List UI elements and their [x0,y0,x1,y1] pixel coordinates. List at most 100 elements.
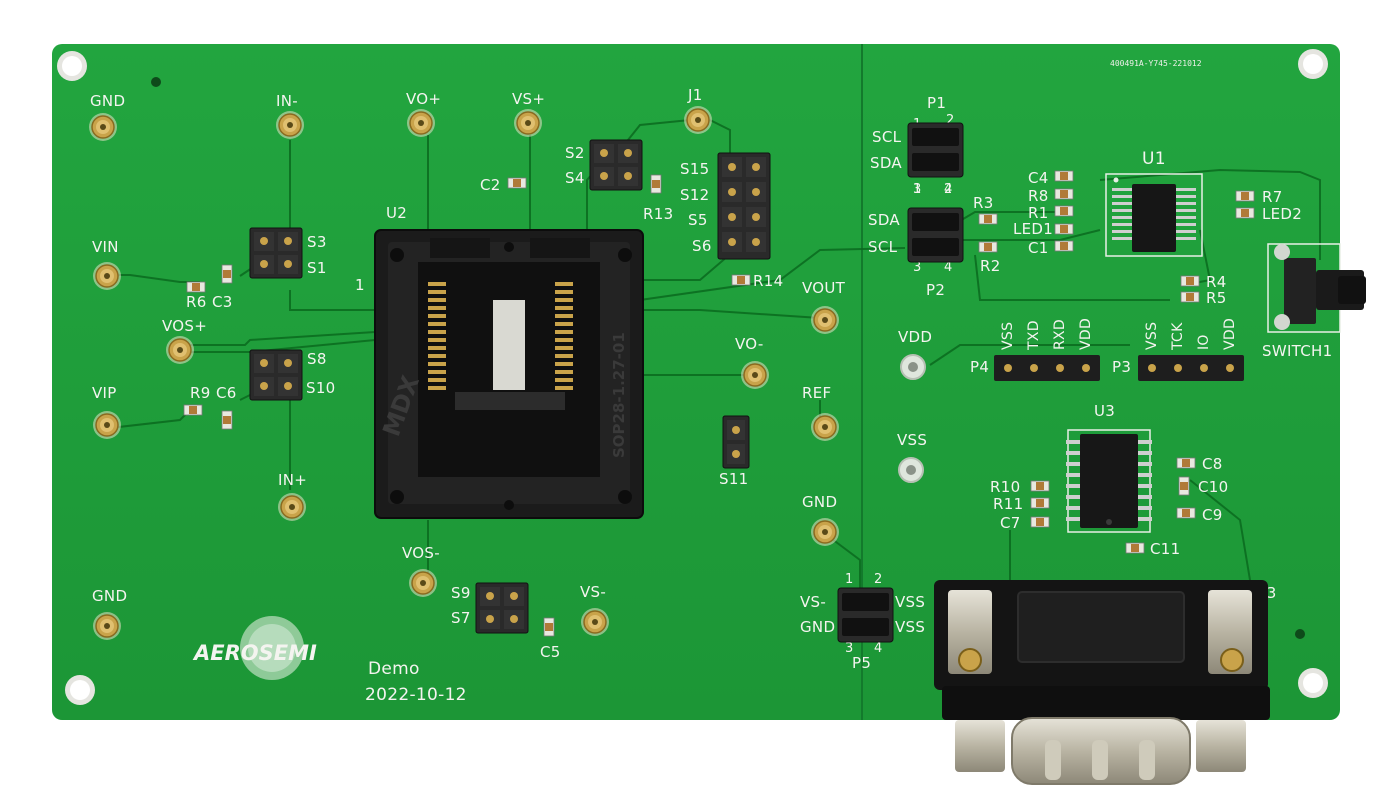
capacitor-c9: C9 [1176,506,1223,524]
svg-text:4: 4 [944,182,953,197]
capacitor-c4: C4 [1028,169,1074,187]
svg-text:VOS+: VOS+ [162,317,207,335]
test-point-in-plus[interactable]: IN+ [277,471,307,522]
svg-text:S4: S4 [565,169,585,187]
svg-text:C4: C4 [1028,169,1049,187]
test-point-vos-minus[interactable]: VOS- [402,544,440,598]
svg-text:VS-: VS- [580,583,606,601]
svg-text:P2: P2 [926,281,945,299]
jumper-s11[interactable]: S11 [719,415,750,488]
date-label: 2022-10-12 [365,685,467,705]
capacitor-c6: C6 [216,384,237,430]
board-code: 400491A-Y745-221012 [1110,59,1202,68]
header-p1[interactable]: P1 1 2 3 4 SCL SDA [870,94,964,197]
test-point-vo-plus[interactable]: VO+ [406,90,441,138]
capacitor-c5: C5 [540,617,560,661]
svg-text:IO: IO [1196,334,1212,350]
svg-text:S1: S1 [307,259,327,277]
header-p2[interactable]: SDA SCL 1 2 3 4 P2 [868,182,964,299]
db9-connector-j3[interactable]: J3 [934,580,1277,785]
test-point-j1[interactable]: J1 [683,86,713,135]
svg-text:R14: R14 [753,272,783,290]
socket-part-mark: SOP28-1.27-01 [610,332,628,458]
svg-text:S5: S5 [688,211,708,229]
capacitor-c8: C8 [1176,455,1222,473]
svg-text:R13: R13 [643,205,673,223]
test-point-vo-minus[interactable]: VO- [735,335,770,390]
resistor-r1: R1 [1028,204,1074,222]
resistor-r7: R7 [1235,188,1282,206]
capacitor-c11: C11 [1125,540,1180,558]
jumper-s9-s7[interactable]: S9 S7 [451,582,529,634]
svg-text:P4: P4 [970,358,989,376]
svg-text:AEROSEMI: AEROSEMI [192,641,317,665]
svg-text:S12: S12 [680,186,710,204]
test-point-vos-plus[interactable]: VOS+ [162,317,207,365]
svg-text:J1: J1 [687,86,703,104]
sop28-test-socket[interactable]: U2 1 MDX [355,204,644,519]
capacitor-c2: C2 [480,176,527,194]
test-point-vout[interactable]: VOUT [802,279,846,335]
svg-text:VIP: VIP [92,384,117,402]
jumper-s15-s6-block[interactable]: S15 S12 S5 S6 [680,152,771,260]
test-point-vin[interactable]: VIN [92,238,122,291]
svg-text:GND: GND [92,587,127,605]
svg-text:C6: C6 [216,384,237,402]
svg-text:3: 3 [913,182,922,197]
svg-text:R9: R9 [190,384,211,402]
svg-text:1: 1 [913,182,922,197]
test-point-gnd-middle[interactable]: GND [802,493,840,547]
svg-text:R10: R10 [990,478,1020,496]
svg-text:GND: GND [90,92,125,110]
test-point-gnd-bottom-left[interactable]: GND [92,587,127,641]
svg-text:S15: S15 [680,160,710,178]
svg-text:S8: S8 [307,350,327,368]
svg-text:VSS: VSS [1000,322,1016,350]
svg-text:R1: R1 [1028,204,1049,222]
capacitor-c10: C10 [1178,476,1228,496]
svg-text:S10: S10 [306,379,336,397]
test-point-gnd-top-left[interactable]: GND [88,92,125,142]
test-point-vip[interactable]: VIP [92,384,122,440]
svg-text:U3: U3 [1094,402,1115,420]
svg-text:VDD: VDD [898,328,932,346]
svg-text:REF: REF [802,384,831,402]
resistor-r4: R4 [1180,273,1227,291]
svg-text:2: 2 [944,182,953,197]
svg-text:C9: C9 [1202,506,1223,524]
test-point-vs-minus[interactable]: VS- [580,583,610,637]
jumper-s8-s10[interactable]: S8 S10 [249,349,336,401]
svg-text:3: 3 [913,260,922,275]
test-point-ref[interactable]: REF [802,384,840,442]
svg-text:R8: R8 [1028,187,1049,205]
led-led1: LED1 [1013,220,1074,238]
svg-text:IN+: IN+ [278,471,307,489]
resistor-r6: R6 [186,281,206,311]
header-p5[interactable]: VS- GND VSS VSS 1 2 3 4 P5 [800,572,925,672]
svg-text:U2: U2 [386,204,407,222]
svg-text:VSS: VSS [897,431,927,449]
svg-text:S7: S7 [451,609,471,627]
test-point-vs-plus[interactable]: VS+ [512,90,545,138]
svg-text:C3: C3 [212,293,233,311]
svg-text:R11: R11 [993,495,1023,513]
svg-text:VSS: VSS [1144,322,1160,350]
switch1-slide-switch[interactable]: SWITCH1 [1262,243,1366,360]
pad-vdd[interactable]: VDD [898,328,932,380]
jumper-s3-s1[interactable]: S3 S1 [249,227,327,279]
svg-text:SCL: SCL [872,128,902,146]
svg-text:R5: R5 [1206,289,1227,307]
test-point-in-minus[interactable]: IN- [275,92,305,140]
resistor-r14: R14 [731,272,783,290]
resistor-r2: R2 [978,241,1000,275]
pad-vss[interactable]: VSS [897,431,927,483]
svg-text:VDD: VDD [1078,318,1094,350]
jumper-s2-s4[interactable]: S2 S4 [565,139,643,191]
socket-contacts-left [428,282,446,390]
svg-text:VO-: VO- [735,335,764,353]
svg-text:TXD: TXD [1026,320,1042,351]
header-p4[interactable]: P4 VSS TXD RXD VDD [970,318,1100,381]
svg-text:GND: GND [802,493,837,511]
header-p3[interactable]: P3 VSS TCK IO VDD [1112,318,1244,381]
svg-text:R4: R4 [1206,273,1227,291]
